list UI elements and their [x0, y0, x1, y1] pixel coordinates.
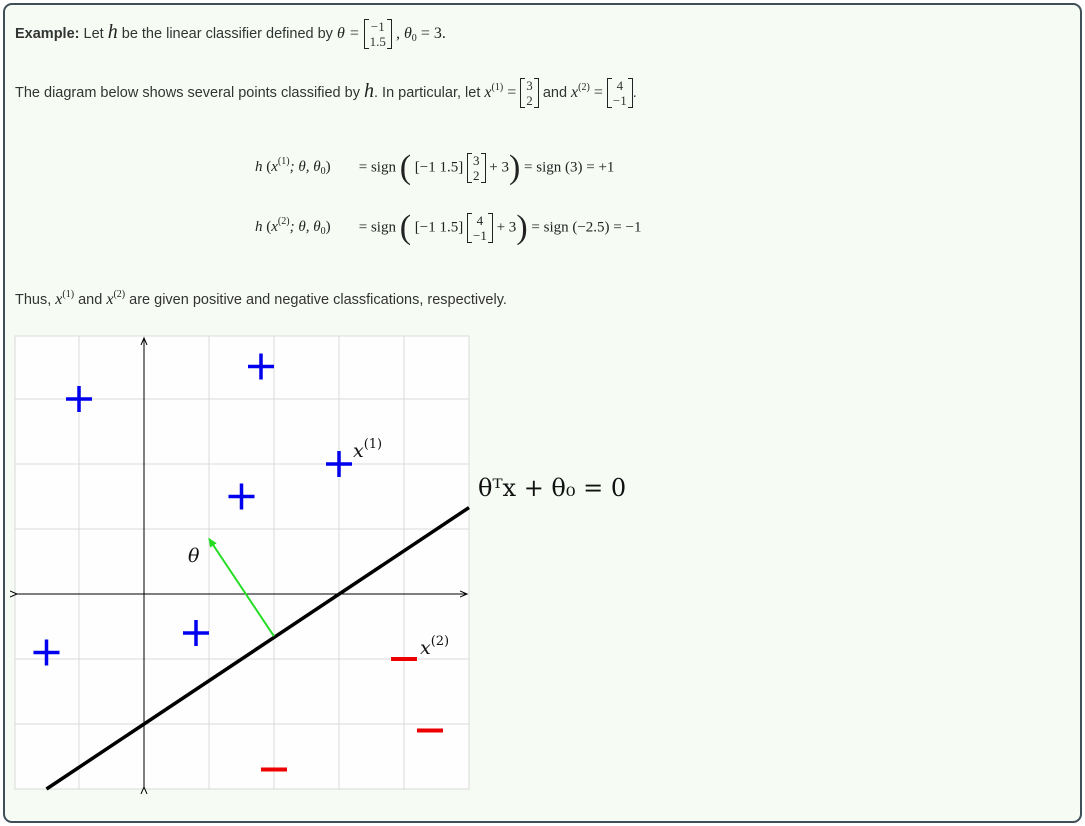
- decision-boundary: [45, 506, 470, 791]
- equation-2: h (x(2); θ, θ0) = sign ( [−1 1.5] 4 −1 +…: [255, 211, 642, 245]
- x1-vector-entry: 3: [526, 78, 533, 93]
- x-symbol: x: [106, 291, 114, 308]
- positive-point: [66, 386, 92, 412]
- points-text-a: The diagram below shows several points c…: [15, 84, 360, 101]
- eq1-row-vector: [−1 1.5]: [414, 159, 464, 176]
- points-line: The diagram below shows several points c…: [15, 78, 637, 108]
- positive-point: [326, 451, 352, 477]
- x1-label-base: x: [353, 440, 364, 462]
- x1-vector: 3 2: [520, 78, 539, 108]
- eq1-args: ; θ, θ: [289, 159, 321, 176]
- eq1-open-paren: (: [399, 149, 412, 186]
- positive-point: [248, 353, 274, 380]
- thus-and: and: [78, 292, 103, 308]
- eq1-col-vector: 3 2: [467, 153, 486, 183]
- eq2-x-superscript: (2): [277, 216, 290, 228]
- eq2-col-entry: 4: [476, 213, 484, 228]
- boundary-line: [45, 506, 470, 791]
- x2-label-base: x: [420, 637, 431, 659]
- theta-vector-entry: −1: [370, 19, 385, 34]
- eq2-col-vector: 4 −1: [467, 213, 493, 243]
- x1-superscript: (1): [491, 81, 504, 93]
- eq2-plus: + 3: [496, 219, 517, 236]
- theta-vector-line: [208, 537, 275, 637]
- x2-label: x(2): [420, 634, 449, 659]
- theta-label: θ: [188, 545, 200, 567]
- x1-label: x(1): [353, 437, 382, 462]
- points-text-b: . In particular, let: [373, 84, 481, 101]
- x2-vector: 4 −1: [606, 78, 633, 108]
- eq2-open-paren: (: [399, 209, 412, 246]
- eq2-args: ; θ, θ: [289, 219, 321, 236]
- positive-point: [183, 620, 209, 646]
- eq1-result: = sign (3) = +1: [524, 159, 615, 176]
- axes: [17, 338, 467, 787]
- h-symbol: h: [363, 79, 374, 102]
- theta-vector-entry: 1.5: [369, 34, 386, 49]
- diagram-labels: θ x(1) x(2) θᵀx + θ₀ = 0: [188, 437, 626, 659]
- eq2-row-vector: [−1 1.5]: [414, 219, 464, 236]
- eq2-sign: = sign: [358, 219, 396, 236]
- eq1-x-superscript: (1): [277, 156, 290, 168]
- eq1-col-entry: 2: [473, 168, 480, 183]
- period: .: [632, 84, 637, 101]
- theta-vector: −1 1.5: [363, 19, 393, 49]
- thus-line: Thus, x(1) and x(2) are given positive a…: [15, 289, 507, 309]
- theta-equals: θ =: [336, 24, 360, 42]
- x2-superscript: (2): [113, 289, 126, 300]
- equation-2-lhs: h (x(2); θ, θ0): [255, 216, 331, 238]
- positive-point: [228, 483, 255, 510]
- and-word: and: [542, 84, 568, 101]
- x2-vector-entry: −1: [612, 93, 627, 108]
- eq2-h: h: [255, 219, 263, 236]
- eq1-col-entry: 3: [473, 153, 480, 168]
- theta0-subscript: 0: [411, 32, 417, 44]
- theta0-value: = 3.: [420, 24, 446, 42]
- example-line: Example: Let h be the linear classifier …: [15, 19, 446, 49]
- eq2-theta0-subscript: 0: [320, 226, 326, 238]
- equation-1-lhs: h (x(1); θ, θ0): [255, 156, 331, 178]
- example-card: Example: Let h be the linear classifier …: [3, 3, 1082, 823]
- positive-point: [33, 639, 60, 666]
- x1-label-sup: (1): [364, 437, 382, 452]
- x-symbol: x: [571, 83, 579, 101]
- h-symbol: h: [107, 20, 118, 43]
- grid: [14, 335, 470, 790]
- eq1-theta0-subscript: 0: [320, 166, 326, 178]
- eq2-x: x: [271, 219, 278, 236]
- eq1-x: x: [271, 159, 278, 176]
- example-label: Example:: [15, 25, 80, 42]
- theta0-symbol: , θ: [395, 24, 412, 42]
- eq1-h: h: [255, 159, 263, 176]
- x2-vector-entry: 4: [616, 78, 624, 93]
- eq2-result: = sign (−2.5) = −1: [531, 219, 642, 236]
- data-points: [33, 353, 443, 772]
- example-text-mid: be the linear classifier defined by: [121, 25, 333, 42]
- equation-1: h (x(1); θ, θ0) = sign ( [−1 1.5] 3 2 + …: [255, 151, 615, 185]
- eq1-sign: = sign: [358, 159, 396, 176]
- example-text-before: Let: [83, 25, 104, 42]
- eq1-close-paren: ): [508, 149, 521, 186]
- x-symbol: x: [55, 291, 63, 308]
- x1-superscript: (1): [62, 289, 75, 300]
- equals-sign: =: [507, 83, 517, 101]
- eq1-plus: + 3: [489, 159, 509, 176]
- x2-label-sup: (2): [431, 634, 449, 649]
- classifier-diagram: θ x(1) x(2) θᵀx + θ₀ = 0: [5, 335, 626, 821]
- eq2-close-paren: ): [516, 209, 528, 246]
- x1-vector-entry: 2: [526, 93, 533, 108]
- eq2-col-entry: −1: [473, 228, 487, 243]
- plot-frame: [14, 335, 470, 790]
- equals-sign: =: [593, 83, 603, 101]
- theta-arrow: [208, 537, 275, 637]
- x-symbol: x: [484, 83, 492, 101]
- boundary-equation-label: θᵀx + θ₀ = 0: [478, 474, 626, 502]
- thus-text-a: Thus,: [15, 292, 52, 308]
- thus-text-b: are given positive and negative classfic…: [129, 292, 507, 308]
- x2-superscript: (2): [578, 81, 590, 93]
